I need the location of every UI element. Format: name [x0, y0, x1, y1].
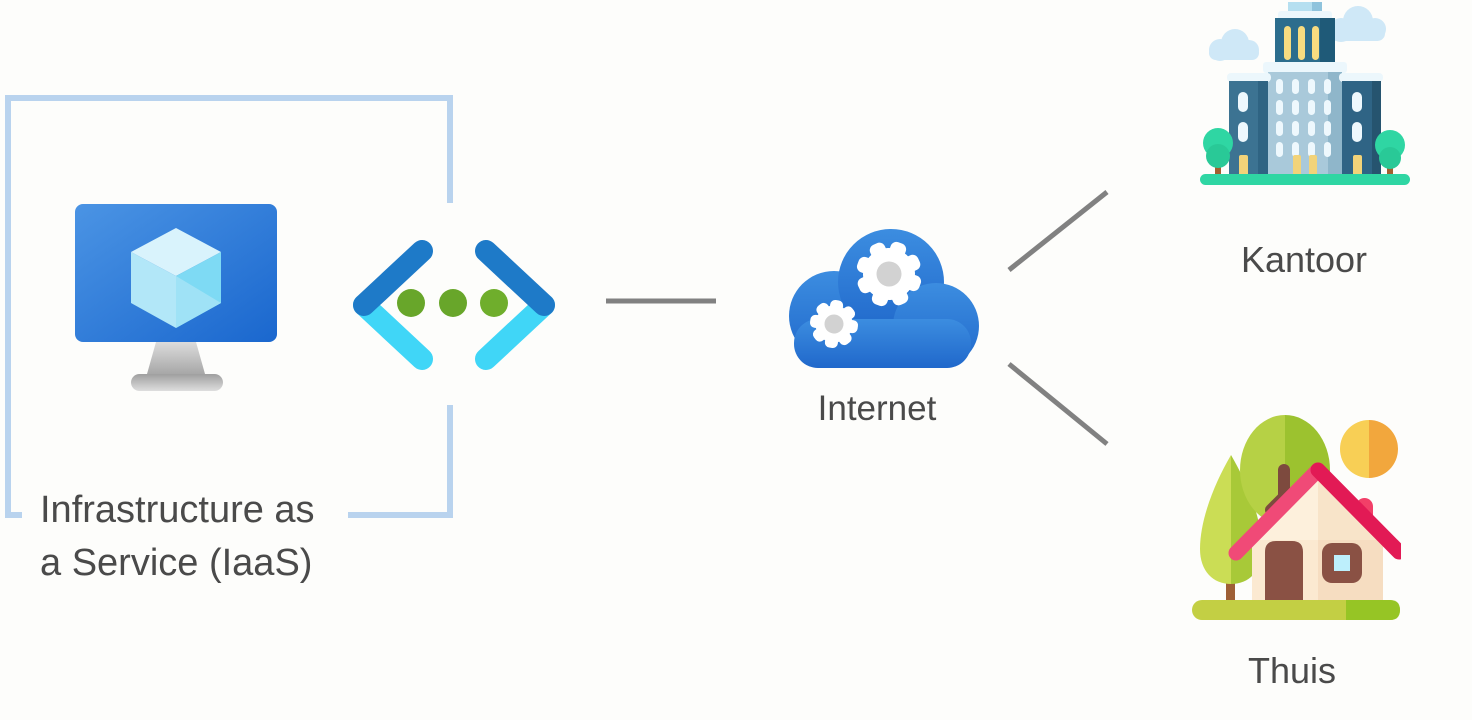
- building-clouds: [1209, 6, 1386, 61]
- vm-stand-neck: [147, 342, 205, 374]
- azure-vm-icon: [75, 204, 277, 391]
- vm-cube: [131, 228, 221, 328]
- house-window: [1322, 543, 1362, 583]
- connector-lines: [606, 190, 1109, 446]
- kantoor-label: Kantoor: [1240, 239, 1368, 280]
- vm-stand-base: [131, 374, 223, 391]
- house-icon: [1192, 415, 1401, 620]
- house-door: [1265, 541, 1303, 600]
- gear-small: [809, 299, 859, 349]
- code-brackets-icon: [353, 240, 555, 370]
- internet-label: Internet: [817, 389, 937, 428]
- cloud-gears-icon: [789, 229, 979, 368]
- thuis-label: Thuis: [1247, 650, 1337, 691]
- edge-cloud-to-kantoor: [1007, 190, 1109, 272]
- green-dots: [397, 289, 508, 317]
- iaas-label-line2: a Service (IaaS): [40, 542, 313, 584]
- iaas-label-line1: Infrastructure as: [40, 489, 315, 531]
- edge-cloud-to-thuis: [1007, 362, 1109, 446]
- gear-large: [856, 241, 922, 307]
- house-ground: [1192, 600, 1400, 620]
- office-building-icon: [1200, 2, 1410, 185]
- iaas-group-frame: [5, 95, 453, 518]
- house-roof: [1228, 462, 1401, 561]
- sun-icon: [1340, 420, 1398, 478]
- building-ground: [1200, 174, 1410, 185]
- building-trees: [1203, 128, 1405, 176]
- iaas-group-label: Infrastructure as a Service (IaaS): [40, 484, 400, 590]
